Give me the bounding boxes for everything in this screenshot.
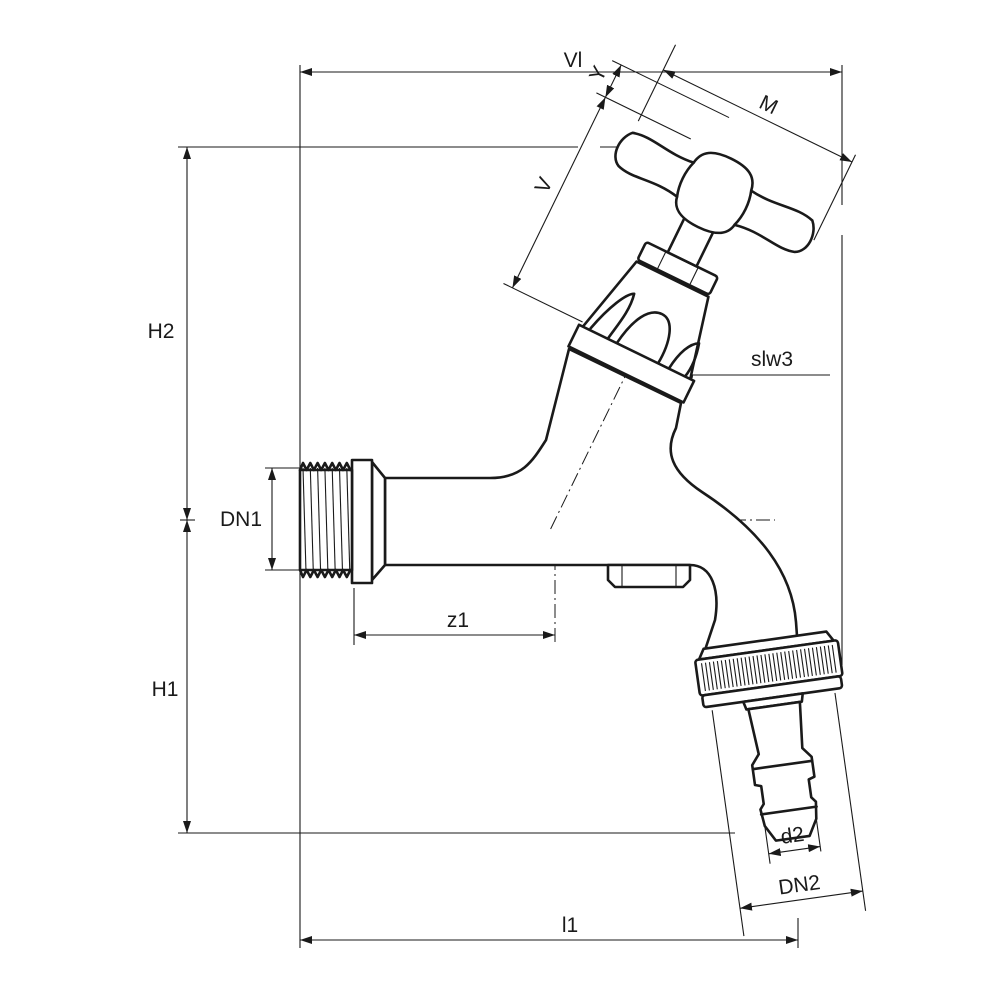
label-h2: H2 xyxy=(148,320,175,343)
inlet-thread xyxy=(298,461,354,579)
label-y: Y xyxy=(585,63,612,86)
drain-nut xyxy=(606,563,692,589)
dimension-y xyxy=(604,64,622,98)
hose-nozzle xyxy=(747,700,818,842)
label-z1: z1 xyxy=(447,609,469,632)
hose-connector-assembly: d2 DN2 xyxy=(694,630,867,937)
label-v: V xyxy=(531,174,558,197)
inlet-flange xyxy=(350,458,374,585)
label-d2: d2 xyxy=(779,823,805,849)
label-l1: l1 xyxy=(562,914,578,937)
valve-head: V Y M xyxy=(503,44,857,530)
dimension-v xyxy=(511,97,606,289)
label-dn1: DN1 xyxy=(220,508,262,531)
tee-handle xyxy=(614,131,815,254)
dimension-m xyxy=(663,69,853,163)
bonnet-collar xyxy=(567,323,696,404)
label-vl: Vl xyxy=(564,49,583,72)
label-h1: H1 xyxy=(152,678,179,701)
tap-body xyxy=(298,347,800,652)
label-m: M xyxy=(756,91,782,119)
knurling xyxy=(700,644,837,692)
label-dn2: DN2 xyxy=(777,871,822,900)
dimension-d2 xyxy=(768,844,821,857)
dimension-dn2 xyxy=(739,888,863,911)
label-slw3: slw3 xyxy=(751,348,793,371)
